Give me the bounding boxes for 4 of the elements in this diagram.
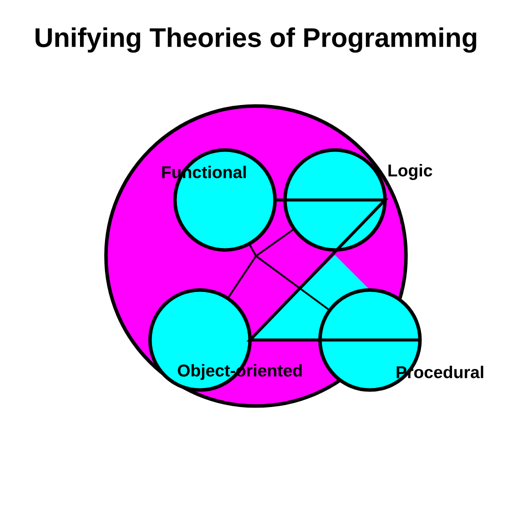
node-label: Logic	[388, 164, 432, 180]
title: Unifying Theories of Programming	[36, 27, 476, 53]
line	[228, 229, 294, 298]
line	[249, 244, 329, 310]
